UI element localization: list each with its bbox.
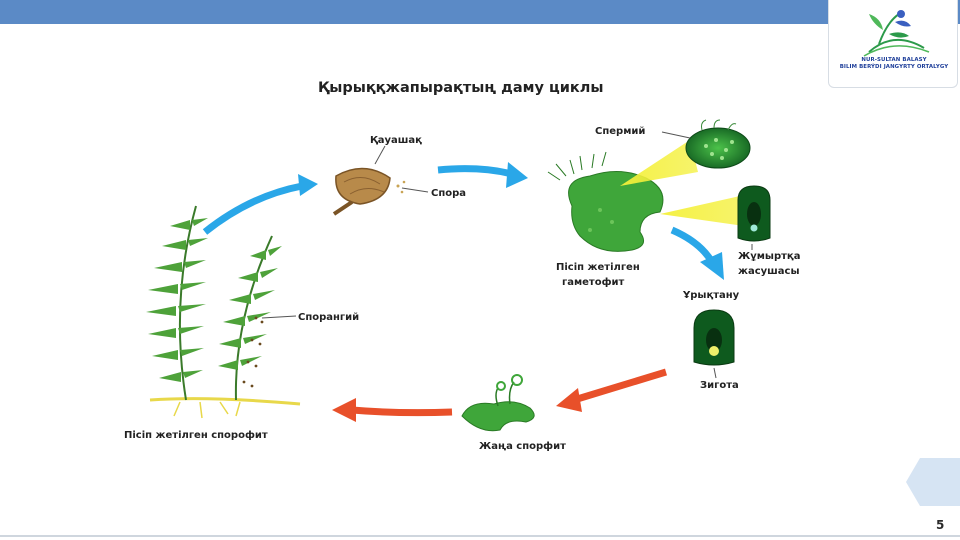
spermiy-circle (685, 119, 751, 169)
label-spora: Спора (431, 188, 466, 199)
label-fertilization: Ұрықтану (682, 290, 740, 301)
egg-cell (737, 185, 771, 242)
header-bar (0, 0, 960, 24)
arrow-head-2 (506, 162, 528, 188)
arrow-zygote-to-new-sporophyte (572, 368, 668, 404)
arrow-head-5 (332, 398, 356, 422)
arrow-head-1 (298, 174, 318, 196)
footer-line (0, 535, 960, 537)
arrow-spore-to-gametophyte (437, 165, 513, 178)
new-sporophyte (461, 374, 535, 432)
label-gametophyte-line1: Пісіп жетілген (556, 262, 640, 273)
label-egg-line1: Жұмыртқа (738, 251, 800, 262)
leader-spermiy (661, 131, 691, 139)
arrow-gametophyte-to-fertilization (670, 226, 716, 264)
label-gametophyte-line2: гаметофит (562, 276, 625, 288)
arrow-head-3 (700, 252, 724, 280)
leader-zygote (713, 367, 717, 379)
spore-capsule (332, 167, 406, 216)
side-decoration-tab (906, 458, 960, 506)
page-number: 5 (936, 518, 945, 532)
label-sporangiy: Спорангий (298, 312, 359, 323)
logo-text-line1: NUR-SULTAN BALASY (861, 57, 927, 63)
label-egg-line2: жасушасы (738, 266, 799, 277)
mature-sporophyte (146, 205, 301, 419)
logo: NUR-SULTAN BALASY BILIM BERÝDI JANGYRTY … (828, 0, 958, 88)
spermiy-beam (620, 140, 698, 186)
label-mature-sporophyte: Пісіп жетілген спорофит (124, 429, 268, 441)
leader-sporangiy (261, 315, 297, 319)
label-new-sporophyte: Жаңа спорфит (479, 440, 566, 452)
logo-text-line2: BILIM BERÝDI JANGYRTY ORTALYGY (839, 64, 949, 70)
label-zygote: Зигота (700, 380, 739, 391)
zygote (693, 309, 735, 366)
diagram-title: Қырыққжапырақтың даму циклы (318, 80, 603, 96)
leader-spora (401, 187, 429, 193)
arrow-sporophyte-to-capsule (202, 182, 303, 235)
arrow-new-to-mature-sporophyte (351, 406, 453, 417)
logo-emblem-icon (863, 10, 930, 57)
egg-beam (660, 196, 744, 226)
gametophyte (547, 151, 664, 252)
label-kauashak: Қауашақ (370, 135, 422, 146)
leader-kauashak (374, 145, 386, 165)
label-spermiy: Спермий (595, 126, 645, 137)
arrow-head-4 (556, 388, 582, 412)
